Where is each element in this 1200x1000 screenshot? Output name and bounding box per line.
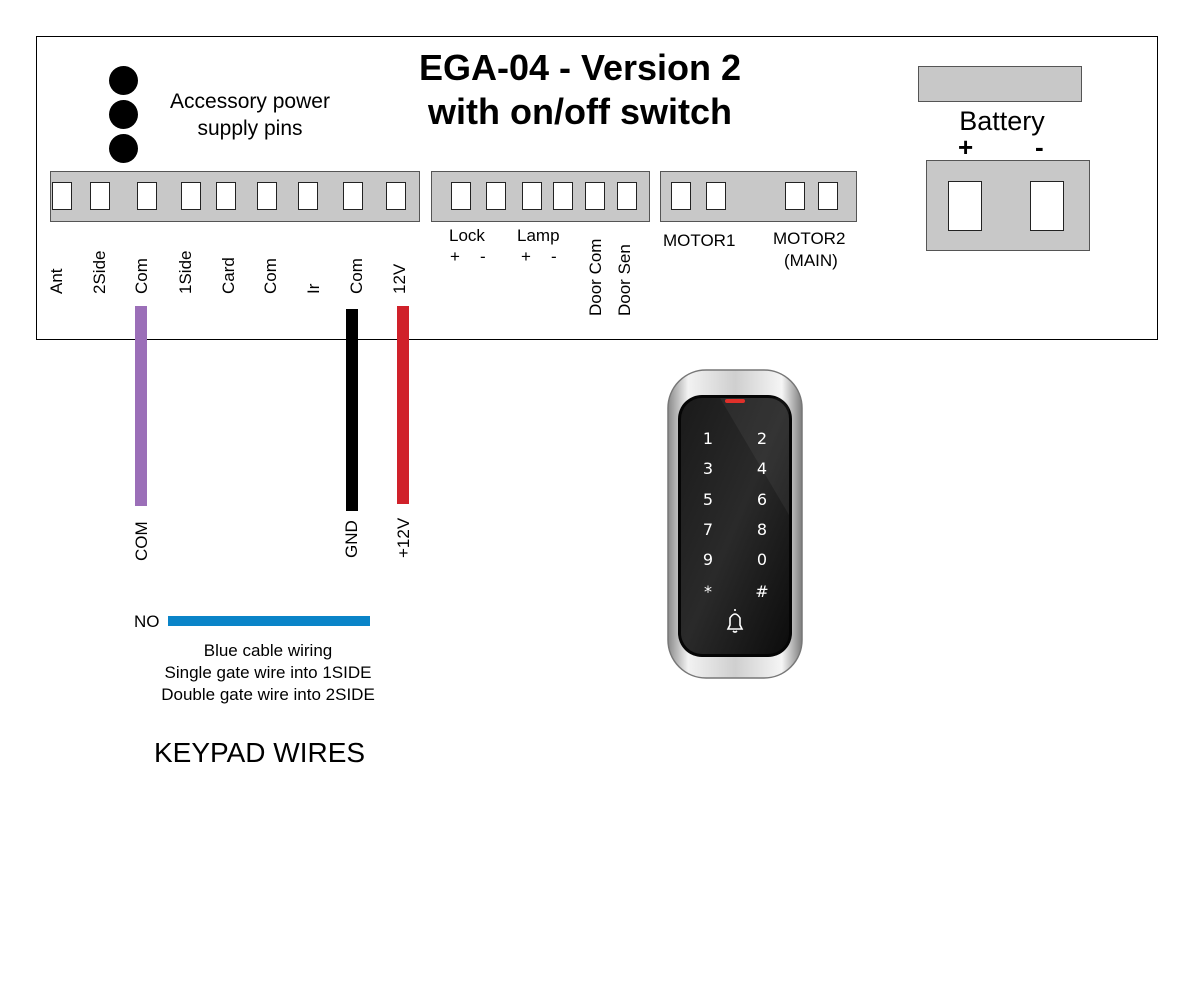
accessory-pin-2 <box>109 100 138 129</box>
terminal-com-2 <box>257 182 277 210</box>
terminal-com-1 <box>137 182 157 210</box>
label-ant: Ant <box>47 268 66 294</box>
battery-cell <box>918 66 1082 102</box>
label-door-sen: Door Sen <box>615 244 634 316</box>
label-ir: Ir <box>304 283 323 294</box>
com-wire <box>135 306 147 506</box>
plus12v-wire <box>397 306 409 504</box>
label-2side: 2Side <box>90 250 109 294</box>
board-title-line1: EGA-04 - Version 2 <box>418 47 742 88</box>
label-com-1: Com <box>132 258 151 294</box>
battery-minus-label: - <box>1035 132 1044 162</box>
gnd-wire <box>346 309 358 511</box>
label-com-2: Com <box>261 258 280 294</box>
wire-label-gnd: GND <box>342 520 361 558</box>
blue-cable-note-3: Double gate wire into 2SIDE <box>161 685 375 704</box>
battery-plus-label: + <box>958 132 974 162</box>
terminal-door-sen <box>617 182 637 210</box>
terminal-motor1-a <box>671 182 691 210</box>
battery-label: Battery <box>959 106 1045 136</box>
terminal-card <box>216 182 236 210</box>
accessory-label-line2: supply pins <box>197 117 303 140</box>
terminal-ant <box>52 182 72 210</box>
key-2[interactable]: 2 <box>757 429 767 448</box>
key-4[interactable]: 4 <box>757 459 767 478</box>
label-12v: 12V <box>390 263 409 294</box>
blue-cable-note-2: Single gate wire into 1SIDE <box>164 663 372 682</box>
terminal-lock-minus <box>486 182 506 210</box>
status-led <box>725 399 745 403</box>
label-motor2: MOTOR2 <box>773 229 846 248</box>
keypad-face <box>681 398 789 654</box>
terminal-lamp-plus <box>522 182 542 210</box>
key-6[interactable]: 6 <box>757 490 767 509</box>
battery-terminal-plus <box>948 181 982 231</box>
board-title-line2: with on/off switch <box>428 91 732 132</box>
key-5[interactable]: 5 <box>703 490 713 509</box>
label-lamp-plus: + <box>521 247 531 266</box>
key-star[interactable]: * <box>704 582 712 601</box>
key-hash[interactable]: # <box>755 582 768 601</box>
label-lamp: Lamp <box>517 226 560 245</box>
accessory-pin-3 <box>109 134 138 163</box>
keypad-wires-label: KEYPAD WIRES <box>154 737 366 768</box>
label-1side: 1Side <box>176 250 195 294</box>
key-7[interactable]: 7 <box>703 520 713 539</box>
no-label: NO <box>134 612 160 631</box>
terminal-12v <box>386 182 406 210</box>
terminal-lamp-minus <box>553 182 573 210</box>
bell-icon[interactable] <box>726 609 744 633</box>
label-lock: Lock <box>449 226 485 245</box>
accessory-label-line1: Accessory power <box>170 90 330 113</box>
label-lamp-minus: - <box>551 247 557 266</box>
label-card: Card <box>219 257 238 294</box>
label-lock-minus: - <box>480 247 486 266</box>
terminal-motor2-b <box>818 182 838 210</box>
label-motor2-main: (MAIN) <box>784 251 838 270</box>
terminal-motor2-a <box>785 182 805 210</box>
key-0[interactable]: 0 <box>757 550 767 569</box>
key-9[interactable]: 9 <box>703 550 713 569</box>
key-8[interactable]: 8 <box>757 520 767 539</box>
accessory-pin-1 <box>109 66 138 95</box>
no-wire <box>168 616 370 626</box>
label-lock-plus: + <box>450 247 460 266</box>
accessory-label: Accessory power supply pins <box>150 88 350 142</box>
terminal-1side <box>181 182 201 210</box>
keypad-device: 1 2 3 4 5 6 7 8 9 0 * # <box>667 369 803 679</box>
terminal-door-com <box>585 182 605 210</box>
label-motor1: MOTOR1 <box>663 231 736 250</box>
wire-label-12v: +12V <box>394 517 413 558</box>
terminal-com-3 <box>343 182 363 210</box>
terminal-ir <box>298 182 318 210</box>
terminal-motor1-b <box>706 182 726 210</box>
battery-terminal-minus <box>1030 181 1064 231</box>
blue-cable-note-1: Blue cable wiring <box>203 641 333 660</box>
key-3[interactable]: 3 <box>703 459 713 478</box>
terminal-2side <box>90 182 110 210</box>
key-1[interactable]: 1 <box>703 429 713 448</box>
label-door-com: Door Com <box>586 238 605 316</box>
wire-label-com: COM <box>132 521 151 561</box>
label-com-3: Com <box>347 258 366 294</box>
terminal-lock-plus <box>451 182 471 210</box>
